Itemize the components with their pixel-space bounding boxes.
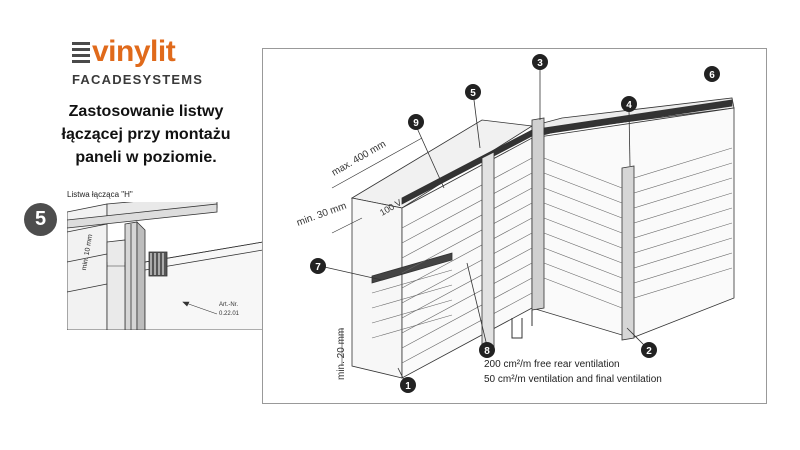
callout-3: 3	[532, 54, 548, 70]
svg-text:5: 5	[470, 88, 476, 99]
headline-line-1: Zastosowanie listwy	[68, 103, 224, 120]
h-connector-profile	[481, 151, 495, 355]
callout-9: 9	[408, 114, 424, 130]
callout-2: 2	[641, 342, 657, 358]
detail-art-label: Art.-Nr.	[219, 302, 238, 308]
svg-text:9: 9	[413, 118, 419, 129]
callout-5: 5	[465, 84, 481, 100]
svg-text:6: 6	[709, 70, 715, 81]
logo-subtitle: FACADESYSTEMS	[72, 72, 204, 87]
svg-text:1: 1	[405, 381, 411, 392]
callout-1: 1	[400, 377, 416, 393]
svg-text:8: 8	[484, 346, 490, 357]
svg-text:2: 2	[646, 346, 652, 357]
callout-markers: 1 2 3 4 5 6 7 8 9	[310, 54, 720, 393]
callout-7: 7	[310, 258, 326, 274]
callout-4: 4	[621, 96, 637, 112]
headline-line-3: paneli w poziomie.	[75, 149, 217, 166]
ventilation-text-2: 50 cm²/m ventilation and final ventilati…	[484, 374, 662, 385]
detail-title: Listwa łącząca "H"	[67, 190, 133, 199]
svg-text:3: 3	[537, 58, 543, 69]
headline-line-2: łączącej przy montażu	[61, 126, 231, 143]
facade-corner-diagram: max. 400 mm min. 30 mm 100 V min. 20 mm …	[262, 48, 767, 404]
logo-brand: vinylit	[92, 35, 176, 68]
vinylit-logo: vinylit FACADESYSTEMS	[72, 34, 204, 90]
ventilation-text-1: 200 cm²/m free rear ventilation	[484, 359, 620, 370]
svg-text:4: 4	[626, 100, 632, 111]
callout-6: 6	[704, 66, 720, 82]
ventilation-arrow-icon	[511, 310, 533, 339]
svg-text:7: 7	[315, 262, 321, 273]
wall-structure	[350, 97, 735, 379]
siding-panels	[371, 147, 733, 364]
dimension-bottom-text: min. 20 mm	[336, 328, 347, 380]
detail-art-number: 0.22.01	[219, 311, 240, 317]
h-connector-detail-drawing: min. 10 mm Art.-Nr. 0.22.01	[67, 202, 263, 330]
detail-number-badge: 5	[24, 203, 57, 236]
callout-8: 8	[479, 342, 495, 358]
headline: Zastosowanie listwy łączącej przy montaż…	[30, 100, 262, 169]
